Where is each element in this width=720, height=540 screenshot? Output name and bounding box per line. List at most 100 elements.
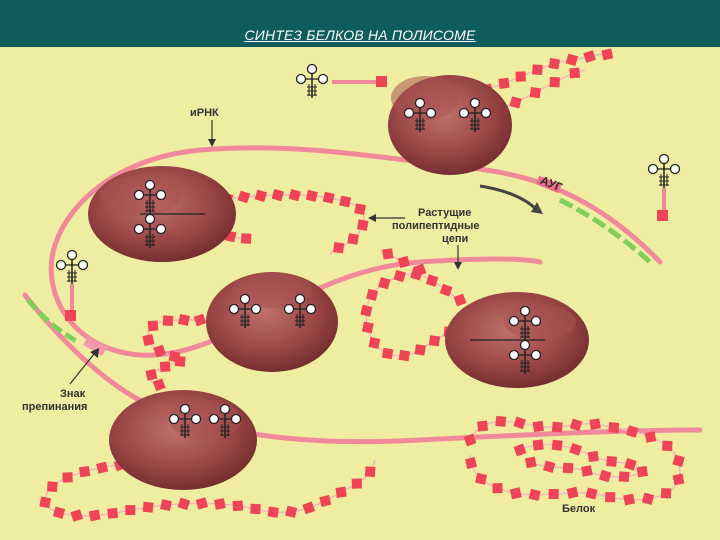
- amino-acid: [319, 494, 332, 508]
- amino-acid: [107, 507, 119, 519]
- amino-acid: [397, 255, 410, 269]
- stop-label-1: Знак: [60, 388, 86, 400]
- amino-acid: [302, 501, 316, 515]
- amino-acid: [46, 481, 58, 493]
- amino-acid: [339, 195, 352, 208]
- amino-acid: [381, 347, 394, 360]
- amino-acid: [237, 190, 251, 204]
- amino-acid: [361, 321, 374, 334]
- polypeptide-chains: [39, 48, 685, 522]
- amino-acid: [589, 418, 601, 430]
- start-segment: [558, 197, 652, 264]
- amino-acid: [598, 469, 612, 483]
- amino-acid: [626, 425, 639, 438]
- amino-acid: [414, 344, 426, 356]
- amino-acid: [335, 486, 347, 498]
- ribosome-1: [388, 75, 512, 175]
- amino-acid: [548, 489, 559, 499]
- amino-acid: [193, 313, 207, 327]
- amino-acid: [548, 57, 561, 70]
- growing-chains-label-1: Растущие: [418, 207, 471, 219]
- amino-acid: [70, 509, 84, 522]
- amino-acid: [428, 335, 441, 347]
- amino-acid: [52, 506, 66, 519]
- amino-acid: [513, 443, 527, 457]
- mrna-pointer-arrowhead: [208, 139, 216, 147]
- growing-chains-label-3: цепи: [442, 233, 468, 245]
- amino-acid: [398, 349, 411, 362]
- amino-acid: [587, 450, 599, 463]
- amino-acid: [585, 487, 598, 500]
- amino-acid: [636, 465, 649, 478]
- ribosome-5: [109, 390, 257, 490]
- amino-acid: [177, 497, 191, 511]
- amino-acid: [606, 455, 618, 467]
- amino-acid: [378, 277, 391, 290]
- mrna-strand-lower: [22, 292, 703, 445]
- stop-pointer-line: [69, 353, 95, 385]
- amino-acid: [360, 304, 373, 317]
- amino-acid: [347, 233, 359, 245]
- amino-acid: [464, 456, 478, 470]
- amino-acid: [232, 500, 244, 512]
- amino-acid: [322, 191, 335, 204]
- aug-codon-mark: [536, 175, 562, 194]
- amino-acid: [562, 462, 574, 474]
- free-trna-left: [55, 249, 89, 321]
- amino-acid: [624, 457, 637, 471]
- movement-arrowhead: [531, 202, 543, 214]
- stop-label-2: препинания: [22, 401, 87, 413]
- polysome-diagram: иРНК АУГ Растущие полипептидные цепи Зна…: [0, 47, 720, 540]
- amino-acid: [364, 466, 376, 478]
- amino-acid: [569, 67, 581, 79]
- amino-acid: [551, 439, 563, 451]
- ribosome-2: [88, 166, 236, 262]
- amino-acid: [641, 492, 655, 505]
- amino-acid: [618, 471, 630, 483]
- amino-acid: [78, 465, 91, 478]
- amino-acid: [288, 188, 301, 202]
- amino-acid: [39, 496, 51, 509]
- amino-acid: [174, 356, 186, 367]
- amino-acid: [382, 248, 394, 260]
- amino-acid: [532, 64, 543, 76]
- amino-acid: [509, 96, 522, 109]
- amino-acid: [495, 415, 507, 427]
- stop-pointer-arrowhead: [90, 348, 99, 358]
- amino-acid: [125, 505, 136, 516]
- amino-acid: [153, 344, 167, 358]
- amino-acid: [142, 501, 154, 513]
- stop-codon-mark: [82, 336, 108, 356]
- amino-acid: [565, 53, 579, 66]
- amino-acid: [513, 416, 527, 430]
- amino-acid: [354, 203, 366, 216]
- amino-acid: [88, 509, 101, 522]
- amino-acid: [393, 269, 406, 283]
- amino-acid: [601, 48, 614, 61]
- amino-acid: [543, 460, 556, 473]
- amino-acid: [159, 361, 171, 373]
- amino-acid: [250, 503, 261, 515]
- amino-acid: [529, 86, 541, 99]
- amino-acid: [62, 472, 73, 483]
- amino-acid: [524, 456, 537, 469]
- amino-acid: [672, 473, 685, 486]
- growing-chains-label-2: полипептидные: [392, 220, 480, 232]
- amino-acid: [477, 420, 489, 432]
- amino-acid: [672, 454, 685, 467]
- amino-acid: [285, 505, 298, 518]
- free-trna-right: [647, 153, 681, 221]
- amino-acid: [509, 487, 522, 500]
- amino-acid: [178, 313, 190, 326]
- amino-acid: [660, 488, 672, 499]
- amino-acid: [368, 337, 381, 349]
- amino-acid: [569, 418, 583, 432]
- movement-direction-arrow: [479, 184, 539, 212]
- amino-acid: [532, 420, 544, 433]
- amino-acid: [569, 442, 583, 456]
- amino-acid: [145, 368, 158, 381]
- amino-acid: [254, 189, 268, 203]
- amino-acid: [605, 492, 616, 503]
- amino-acid: [96, 461, 109, 474]
- amino-acid: [356, 219, 369, 231]
